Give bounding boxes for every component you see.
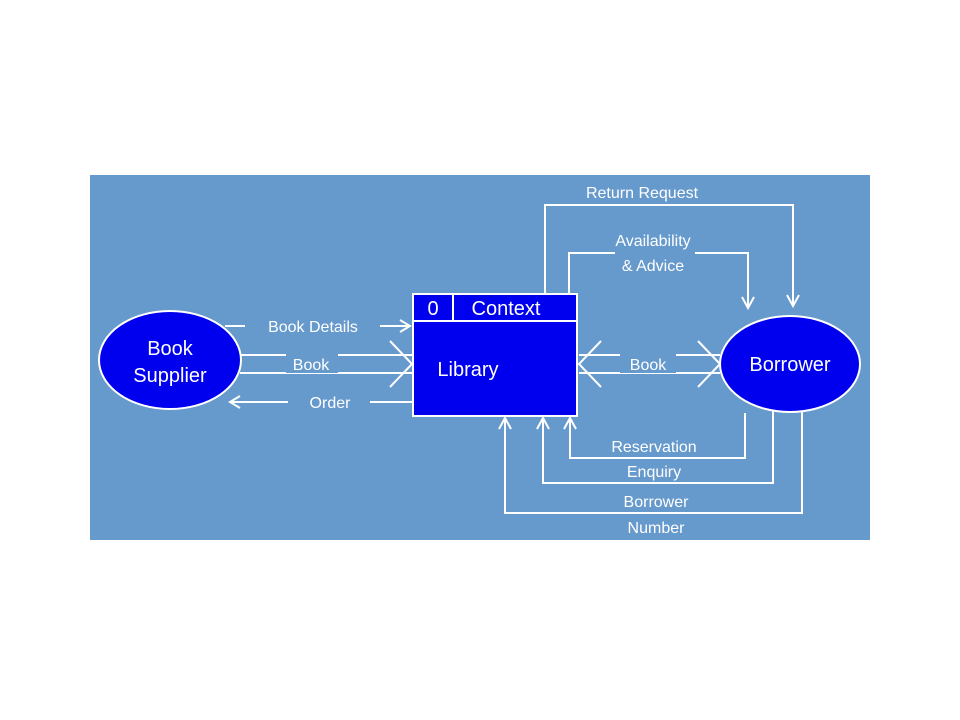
flow-availability-line1: Availability [615, 233, 690, 250]
flow-order-label: Order [310, 395, 352, 412]
flow-borrower-number-line2: Number [628, 520, 686, 537]
process-header: Context [472, 298, 541, 320]
process-name: Library [437, 359, 498, 381]
flow-return-request[interactable]: Return Request [544, 185, 800, 309]
flow-book-in[interactable]: Book [240, 340, 414, 388]
flow-book-exchange-label: Book [630, 357, 667, 374]
flow-reservation-line2: Enquiry [627, 464, 681, 481]
flow-availability-advice[interactable]: Availability & Advice [568, 233, 755, 311]
flow-book-details[interactable]: Book Details [225, 319, 412, 336]
entity-book-supplier[interactable]: Book Supplier [98, 310, 242, 410]
flow-availability-line2: & Advice [622, 258, 684, 275]
flow-book-details-label: Book Details [268, 319, 358, 336]
flow-order[interactable]: Order [228, 395, 412, 412]
entity-borrower-label: Borrower [749, 354, 830, 376]
flow-book-exchange[interactable]: Book [577, 340, 722, 388]
entity-borrower[interactable]: Borrower [719, 315, 861, 413]
flow-return-request-label: Return Request [586, 185, 699, 202]
flow-reservation-line1: Reservation [611, 439, 696, 456]
flow-enquiry-path [536, 411, 774, 484]
process-id: 0 [427, 298, 438, 320]
flow-borrower-number[interactable]: Borrower Number [498, 412, 803, 537]
process-library[interactable]: 0 Context Library [412, 293, 578, 417]
flow-book-in-label: Book [293, 357, 330, 374]
entity-book-supplier-line2: Supplier [133, 365, 207, 387]
context-diagram: Book Supplier Borrower 0 Context Library… [98, 185, 861, 537]
diagram-panel: Book Supplier Borrower 0 Context Library… [90, 175, 870, 540]
entity-book-supplier-line1: Book [147, 338, 194, 360]
flow-borrower-number-line1: Borrower [624, 494, 690, 511]
flow-reservation-enquiry[interactable]: Reservation Enquiry [563, 413, 746, 481]
